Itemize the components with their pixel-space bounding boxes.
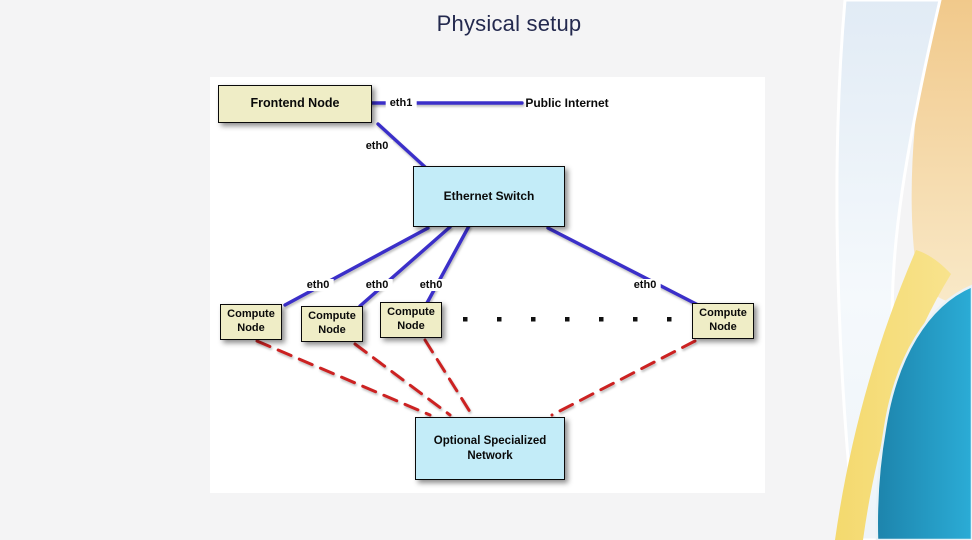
ellipsis-dot bbox=[463, 317, 468, 322]
connection-lines bbox=[255, 101, 702, 417]
link-frontend-switch bbox=[376, 122, 427, 169]
port-label-eth0-compute4: eth0 bbox=[629, 279, 661, 291]
frontend-node-label: Frontend Node bbox=[250, 96, 340, 111]
teal-corner-blob bbox=[875, 284, 972, 540]
compute-node-label: Compute Node bbox=[387, 306, 435, 332]
speclink-compute4 bbox=[550, 339, 697, 417]
port-label-eth0-compute3: eth0 bbox=[415, 279, 447, 291]
optional-network-box: Optional Specialized Network bbox=[415, 417, 565, 480]
compute-node-box-1: Compute Node bbox=[220, 304, 282, 340]
port-label-eth0-frontend: eth0 bbox=[361, 140, 393, 152]
optional-network-label: Optional Specialized Network bbox=[433, 435, 547, 462]
compute-node-label: Compute Node bbox=[699, 307, 747, 333]
speclink-compute1 bbox=[255, 339, 432, 417]
tan-curve-band bbox=[911, 0, 972, 304]
link-switch-compute3 bbox=[425, 224, 471, 305]
ellipsis-dot bbox=[565, 317, 570, 322]
ellipsis-dot bbox=[599, 317, 604, 322]
compute-node-box-4: Compute Node bbox=[692, 303, 754, 339]
port-label-eth1: eth1 bbox=[385, 97, 417, 109]
frontend-node-box: Frontend Node bbox=[218, 85, 372, 123]
speclink-compute3 bbox=[423, 338, 474, 417]
compute-node-box-2: Compute Node bbox=[301, 306, 363, 342]
speclink-compute2 bbox=[353, 342, 452, 417]
ellipsis-dot bbox=[531, 317, 536, 322]
more-nodes-ellipsis bbox=[463, 317, 672, 322]
port-label-eth0-compute2: eth0 bbox=[361, 279, 393, 291]
ethernet-switch-box: Ethernet Switch bbox=[413, 166, 565, 227]
link-switch-compute2 bbox=[358, 225, 452, 308]
specialized-network-links bbox=[255, 338, 697, 417]
link-switch-compute1 bbox=[283, 226, 430, 307]
diagram-panel: Frontend Node Ethernet Switch Compute No… bbox=[210, 77, 765, 493]
compute-node-label: Compute Node bbox=[308, 310, 356, 336]
ellipsis-dot bbox=[497, 317, 502, 322]
ethernet-switch-label: Ethernet Switch bbox=[443, 189, 535, 203]
compute-node-label: Compute Node bbox=[227, 308, 275, 334]
ethernet-links bbox=[283, 101, 702, 308]
compute-node-box-3: Compute Node bbox=[380, 302, 442, 338]
public-internet-label: Public Internet bbox=[525, 96, 609, 110]
ellipsis-dot bbox=[633, 317, 638, 322]
link-switch-compute4 bbox=[546, 226, 702, 308]
ellipsis-dot bbox=[667, 317, 672, 322]
slide-title: Physical setup bbox=[436, 11, 582, 36]
port-label-eth0-compute1: eth0 bbox=[302, 279, 334, 291]
